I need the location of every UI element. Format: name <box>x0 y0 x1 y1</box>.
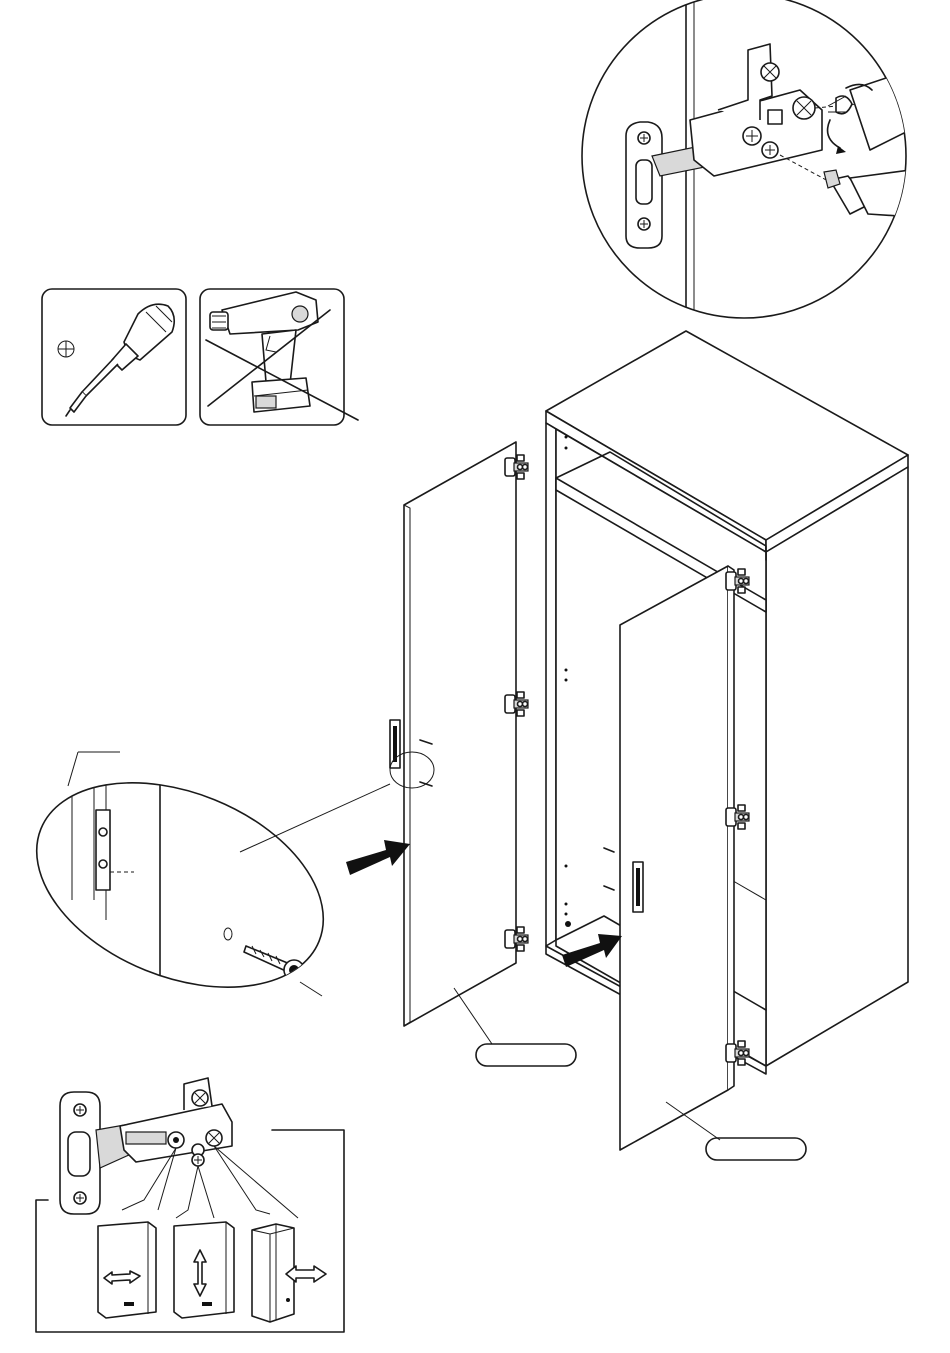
door-left <box>390 442 528 1026</box>
hinge-icon <box>505 692 528 716</box>
cordless-drill-icon <box>210 292 318 412</box>
handle-detail-ellipse <box>6 744 390 1027</box>
hinge-icon <box>726 1041 749 1065</box>
door-right <box>604 566 749 1150</box>
hinge-icon <box>726 805 749 829</box>
hinge-adjustment-panel <box>36 1078 344 1332</box>
hinge-icon <box>505 927 528 951</box>
insert-arrow-left <box>346 840 410 875</box>
cabinet-side-panel <box>766 467 908 1066</box>
side-adjust-box <box>252 1224 326 1322</box>
depth-adjust-box <box>98 1222 156 1318</box>
hinge-icon <box>505 455 528 479</box>
screwdriver-tool-panel <box>42 289 186 425</box>
drill-tool-panel <box>200 289 358 425</box>
screwdriver-icon <box>66 304 174 416</box>
hinge-icon <box>726 569 749 593</box>
door-left-label <box>454 988 576 1066</box>
hinge-detail-top <box>582 0 930 330</box>
screw-icon <box>244 946 304 980</box>
side-arrow-icon <box>286 1266 326 1282</box>
height-adjust-box <box>174 1222 234 1318</box>
